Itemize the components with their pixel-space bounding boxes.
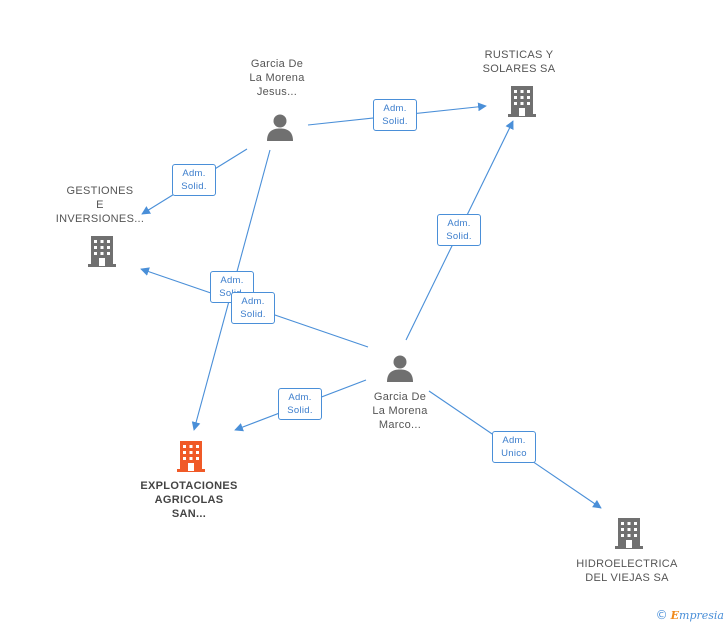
label-line: SAN... (171, 508, 207, 520)
role-line: Solid. (446, 231, 472, 242)
role-line: Unico (501, 448, 527, 459)
company-label-hidroelectrica[interactable]: HIDROELECTRICA DEL VIEJAS SA (567, 557, 687, 585)
edge-label-marco-hidroelectrica: Adm. Unico (492, 431, 536, 463)
company-label-rusticas[interactable]: RUSTICAS Y SOLARES SA (464, 48, 574, 76)
building-icon[interactable] (85, 234, 119, 268)
role-line: Adm. (220, 275, 244, 286)
building-icon[interactable] (174, 439, 208, 473)
role-line: Adm. (447, 218, 471, 229)
label-line: Garcia De (373, 391, 427, 403)
label-line: Garcia De (250, 58, 304, 70)
label-line: Marco... (378, 419, 422, 431)
label-line: AGRICOLAS (154, 494, 224, 506)
company-label-explotaciones[interactable]: EXPLOTACIONES AGRICOLAS SAN... (126, 479, 252, 521)
brand-initial: E (670, 609, 680, 622)
role-line: Adm. (182, 168, 206, 179)
empresia-watermark[interactable]: ©Empresia (656, 608, 724, 622)
label-line: E (96, 199, 104, 211)
brand-name: mpresia (679, 609, 724, 622)
company-label-gestiones[interactable]: GESTIONES E INVERSIONES... (45, 184, 155, 226)
role-line: Solid. (287, 405, 313, 416)
label-line: SOLARES SA (482, 63, 556, 75)
label-line: Jesus... (256, 86, 298, 98)
person-label-marco[interactable]: Garcia De La Morena Marco... (347, 390, 453, 432)
person-icon[interactable] (265, 112, 295, 142)
copyright-icon: © (655, 608, 668, 622)
edge-label-jesus-gestiones: Adm. Solid. (172, 164, 216, 196)
role-line: Solid. (240, 309, 266, 320)
edge-label-marco-rusticas: Adm. Solid. (437, 214, 481, 246)
building-icon[interactable] (612, 516, 646, 550)
edge-label-jesus-rusticas: Adm. Solid. (373, 99, 417, 131)
person-icon[interactable] (385, 353, 415, 383)
role-line: Adm. (502, 435, 526, 446)
label-line: DEL VIEJAS SA (585, 572, 669, 584)
label-line: La Morena (249, 72, 305, 84)
label-line: La Morena (372, 405, 428, 417)
role-line: Adm. (383, 103, 407, 114)
label-line: GESTIONES (66, 185, 134, 197)
edge-label-marco-gestiones: Adm. Solid. (231, 292, 275, 324)
label-line: HIDROELECTRICA (576, 558, 678, 570)
role-line: Adm. (241, 296, 265, 307)
label-line: EXPLOTACIONES (140, 480, 238, 492)
building-icon[interactable] (505, 84, 539, 118)
role-line: Solid. (181, 181, 207, 192)
role-line: Adm. (288, 392, 312, 403)
label-line: INVERSIONES... (55, 213, 145, 225)
role-line: Solid. (382, 116, 408, 127)
label-line: RUSTICAS Y (484, 49, 554, 61)
edge-label-marco-explotaciones: Adm. Solid. (278, 388, 322, 420)
person-label-jesus[interactable]: Garcia De La Morena Jesus... (227, 57, 327, 99)
